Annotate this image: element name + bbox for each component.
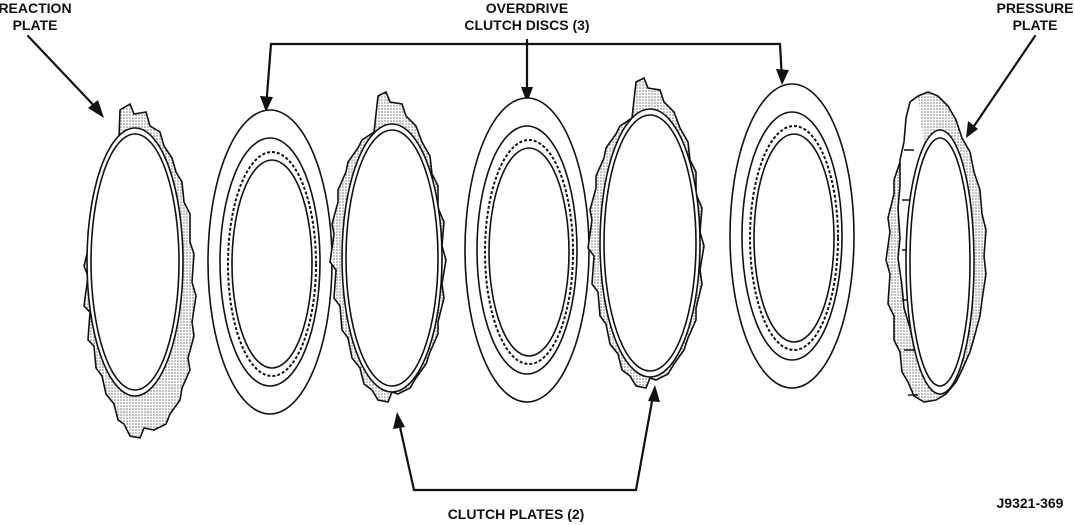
leader-pressure-plate [968,34,1037,134]
label-clutch-plates: CLUTCH PLATES (2) [447,506,585,522]
pressure-plate [885,91,987,403]
arrowhead-cp-left [393,412,405,429]
leader-clutch-plates [396,388,656,492]
leader-lines [26,34,1037,492]
arrowheads [88,69,978,429]
arrowhead-od-right [776,69,789,85]
label-reaction-plate-line1: REACTION [0,0,72,16]
overdrive-disc-2 [464,97,590,403]
leader-reaction-plate [26,34,102,114]
label-reaction-plate: REACTION PLATE [0,0,72,34]
arrowhead-od-left [260,96,273,112]
label-overdrive-line2: CLUTCH DISCS (3) [464,17,590,33]
clutch-plate-1 [329,90,447,403]
overdrive-disc-3 [729,83,855,389]
arrowhead-pressure [966,121,978,138]
reaction-plate [83,102,197,439]
clutch-plate-2 [587,76,705,389]
arrowhead-cp-right [648,385,660,402]
figure-id: J9321-369 [996,495,1064,511]
overdrive-disc-1 [207,109,333,415]
label-pressure-plate: PRESSURE PLATE [990,0,1075,34]
label-pressure-plate-line1: PRESSURE [996,0,1074,16]
leader-overdrive-bracket [264,42,784,110]
label-overdrive-line1: OVERDRIVE [485,0,569,16]
label-overdrive-clutch-discs: OVERDRIVE CLUTCH DISCS (3) [452,0,602,34]
label-pressure-plate-line2: PLATE [1012,17,1058,33]
arrowhead-od-center [521,87,533,103]
arrowhead-reaction [88,100,104,118]
label-reaction-plate-line2: PLATE [12,17,58,33]
